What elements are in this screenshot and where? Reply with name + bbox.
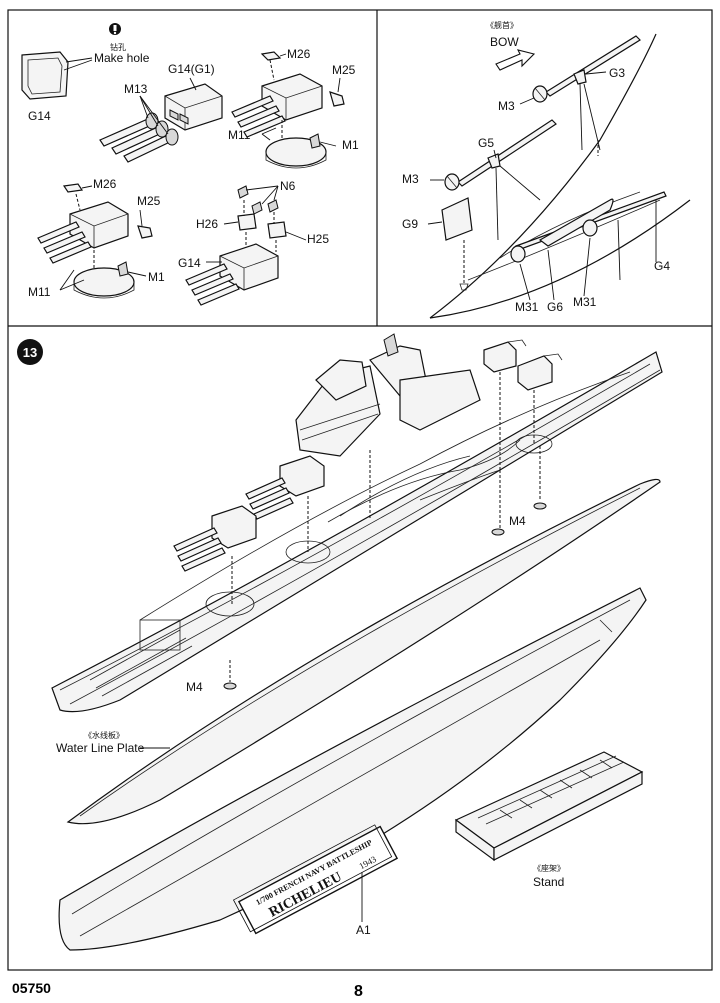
label-g14-g1: G14(G1) (168, 62, 215, 76)
part-m4-left (223, 682, 237, 690)
label-h26: H26 (196, 217, 218, 231)
bow-arrow-icon (495, 49, 536, 71)
lower-hull (58, 587, 647, 951)
top-right-panel: 《舰首》 BOW G3 M3 G5 M3 (402, 20, 691, 319)
part-bottom-left-turret (37, 183, 153, 299)
label-g3: G3 (609, 66, 625, 80)
label-m4-left: M4 (186, 680, 203, 694)
label-m3-top: M3 (498, 99, 515, 113)
main-turret-fwd-1 (245, 455, 325, 520)
label-m1-bottom: M1 (148, 270, 165, 284)
label-m25-top: M25 (332, 63, 356, 77)
label-n6: N6 (280, 179, 296, 193)
bow-cn: 《舰首》 (486, 20, 518, 30)
water-line-cn: 《水线板》 (84, 730, 124, 740)
label-m4-right: M4 (509, 514, 526, 528)
part-g3-shaft (519, 35, 641, 156)
superstructure (295, 333, 481, 457)
drill-hole-icon (109, 23, 121, 35)
part-top-turret (231, 51, 345, 169)
step-badge: 13 (17, 339, 43, 365)
footer: 05750 8 (12, 980, 363, 1000)
stand (454, 751, 644, 862)
label-m26-bottom: M26 (93, 177, 117, 191)
label-g5: G5 (478, 136, 494, 150)
label-m31-right: M31 (573, 295, 597, 309)
label-g14-bottom: G14 (178, 256, 201, 270)
part-m4-right-a (491, 528, 505, 536)
make-hole-cn: 钻孔 (110, 42, 126, 52)
part-g14-g1-turret-front (164, 77, 223, 131)
part-g9-rudder (427, 197, 473, 291)
label-m11-bottom: M11 (28, 285, 51, 299)
water-line-plate (66, 478, 661, 825)
page-number: 8 (354, 983, 363, 1000)
label-g6: G6 (547, 300, 563, 314)
stand-label: Stand (533, 875, 564, 889)
upper-hull (51, 351, 663, 713)
label-h25: H25 (307, 232, 329, 246)
label-a1: A1 (356, 923, 371, 937)
main-turret-aft-1 (483, 339, 527, 373)
assembly-guides (229, 372, 541, 682)
part-n6-h-turret (185, 185, 307, 306)
label-m26-top: M26 (287, 47, 311, 61)
part-g4-g6-shafts (510, 191, 667, 301)
bow-label: BOW (490, 35, 519, 49)
main-turret-aft-2 (517, 353, 563, 391)
label-m13: M13 (124, 82, 148, 96)
step-number: 13 (23, 345, 37, 360)
water-line-label: Water Line Plate (56, 741, 145, 755)
panel-frames (7, 9, 713, 971)
part-g5-shaft (430, 119, 557, 241)
main-turret-fwd-2 (173, 505, 257, 572)
label-g4: G4 (654, 259, 670, 273)
stand-cn: 《座架》 (533, 863, 565, 873)
part-m13-barrels (99, 95, 179, 163)
part-m4-right-b (533, 502, 547, 510)
part-g14-shield (21, 51, 93, 100)
label-m3-bottom: M3 (402, 172, 419, 186)
label-m31-left: M31 (515, 300, 539, 314)
label-m1-top: M1 (342, 138, 359, 152)
label-m25-bottom: M25 (137, 194, 161, 208)
label-g14: G14 (28, 109, 51, 123)
label-g9: G9 (402, 217, 418, 231)
product-code: 05750 (12, 980, 51, 996)
main-panel: 13 (17, 333, 663, 951)
top-left-panel: 钻孔 Make hole G14 M13 G14(G1) (21, 23, 359, 306)
make-hole-label: Make hole (94, 51, 150, 65)
